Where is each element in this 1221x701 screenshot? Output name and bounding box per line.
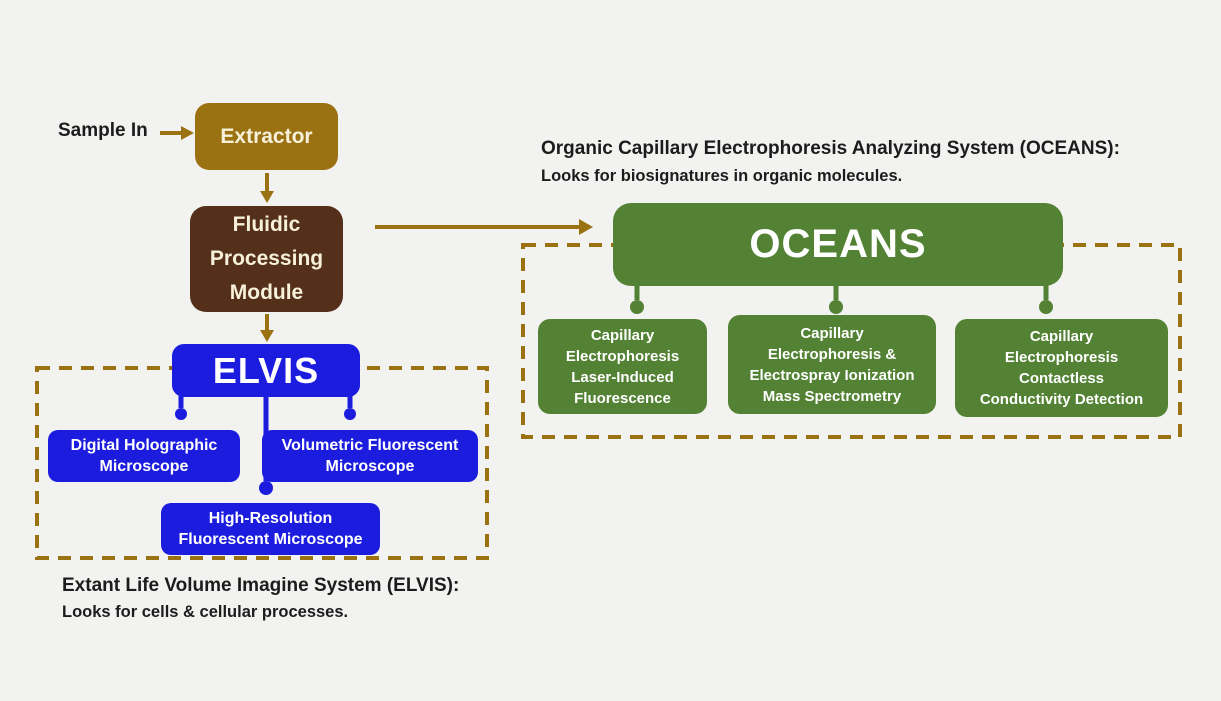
elvis-title: ELVIS <box>212 349 320 391</box>
oceans-title: OCEANS <box>749 222 927 266</box>
elvis-box: ELVIS <box>172 344 360 397</box>
oceans-connector-pins <box>630 285 1053 314</box>
elvis-module-high-resolution: High-Resolution Fluorescent Microscope <box>161 503 380 555</box>
fluidic-module-line: Fluidic <box>232 213 301 236</box>
module-line: Conductivity Detection <box>979 391 1144 408</box>
oceans-module-laser-induced-fluorescence: Capillary Electrophoresis Laser-Induced … <box>538 319 707 414</box>
module-line: Capillary <box>800 324 864 342</box>
sample-in-arrow <box>160 126 194 140</box>
fluidic-module-line: Module <box>229 281 304 304</box>
module-line: Mass Spectrometry <box>762 387 902 405</box>
oceans-header-subtitle: Looks for biosignatures in organic molec… <box>541 167 903 185</box>
elvis-caption-title: Extant Life Volume Imagine System (ELVIS… <box>62 575 460 596</box>
module-line: Volumetric Fluorescent <box>281 437 459 454</box>
elvis-caption-subtitle: Looks for cells & cellular processes. <box>62 603 349 621</box>
module-line: Contactless <box>1018 370 1105 387</box>
fluidic-processing-module-box: Fluidic Processing Module <box>190 206 343 312</box>
fluidic-to-oceans-arrow <box>375 219 593 235</box>
module-line: Capillary <box>1029 328 1094 345</box>
module-line: Electrospray Ionization <box>749 366 915 384</box>
module-line: Microscope <box>325 458 415 475</box>
module-line: Capillary <box>590 326 655 344</box>
extractor-label: Extractor <box>220 124 313 148</box>
module-line: Electrophoresis & <box>767 345 897 363</box>
module-line: Laser-Induced <box>571 368 674 386</box>
oceans-box: OCEANS <box>613 203 1063 286</box>
sample-in-label: Sample In <box>58 120 148 141</box>
fluidic-to-elvis-arrow <box>260 314 274 342</box>
module-line: High-Resolution <box>208 510 333 527</box>
module-line: Fluorescence <box>574 389 671 407</box>
oceans-group-dashed-border <box>521 243 1182 439</box>
module-line: Fluorescent Microscope <box>178 531 363 548</box>
fluidic-module-line: Processing <box>209 247 324 270</box>
module-line: Digital Holographic <box>70 437 218 454</box>
elvis-module-digital-holographic: Digital Holographic Microscope <box>48 430 240 482</box>
extractor-box: Extractor <box>195 103 338 170</box>
module-line: Electrophoresis <box>1004 349 1119 366</box>
module-line: Electrophoresis <box>565 347 680 365</box>
oceans-header-title: Organic Capillary Electrophoresis Analyz… <box>541 138 1120 159</box>
oceans-module-electrospray-mass-spectrometry: Capillary Electrophoresis & Electrospray… <box>728 315 936 414</box>
extractor-to-fluidic-arrow <box>260 173 274 203</box>
elvis-module-volumetric-fluorescent: Volumetric Fluorescent Microscope <box>262 430 478 482</box>
module-line: Microscope <box>99 458 189 475</box>
oceans-module-contactless-conductivity: Capillary Electrophoresis Contactless Co… <box>955 319 1168 417</box>
